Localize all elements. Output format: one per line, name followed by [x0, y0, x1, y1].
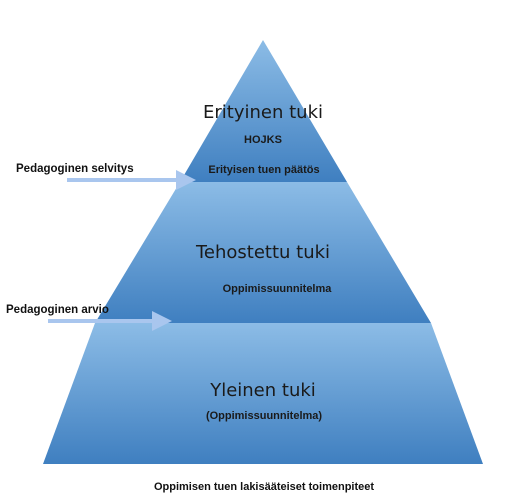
top-tier-subtitle: HOJKS — [244, 134, 282, 146]
top-tier-title: Erityinen tuki — [203, 102, 323, 123]
lower-arrow-head — [152, 311, 172, 331]
middle-tier-subtitle: Oppimissuunnitelma — [223, 283, 333, 295]
pyramid-tier-middle — [95, 182, 431, 323]
arrow-pedagogical-assessment — [48, 311, 172, 331]
upper-arrow-head — [176, 170, 196, 190]
upper-arrow-shaft — [67, 178, 178, 182]
bottom-tier-subtitle: (Oppimissuunnitelma) — [206, 410, 322, 422]
middle-tier-title: Tehostettu tuki — [195, 242, 330, 263]
top-tier-decision: Erityisen tuen päätös — [208, 164, 319, 176]
upper-arrow-label: Pedagoginen selvitys — [16, 163, 134, 175]
bottom-tier-title: Yleinen tuki — [209, 380, 316, 401]
lower-arrow-shaft — [48, 319, 154, 323]
arrow-pedagogical-investigation — [67, 170, 196, 190]
pyramid-tier-top — [180, 40, 347, 182]
diagram-caption: Oppimisen tuen lakisääteiset toimenpitee… — [154, 481, 374, 493]
lower-arrow-label: Pedagoginen arvio — [6, 304, 109, 316]
pyramid-tier-bottom — [43, 323, 483, 464]
